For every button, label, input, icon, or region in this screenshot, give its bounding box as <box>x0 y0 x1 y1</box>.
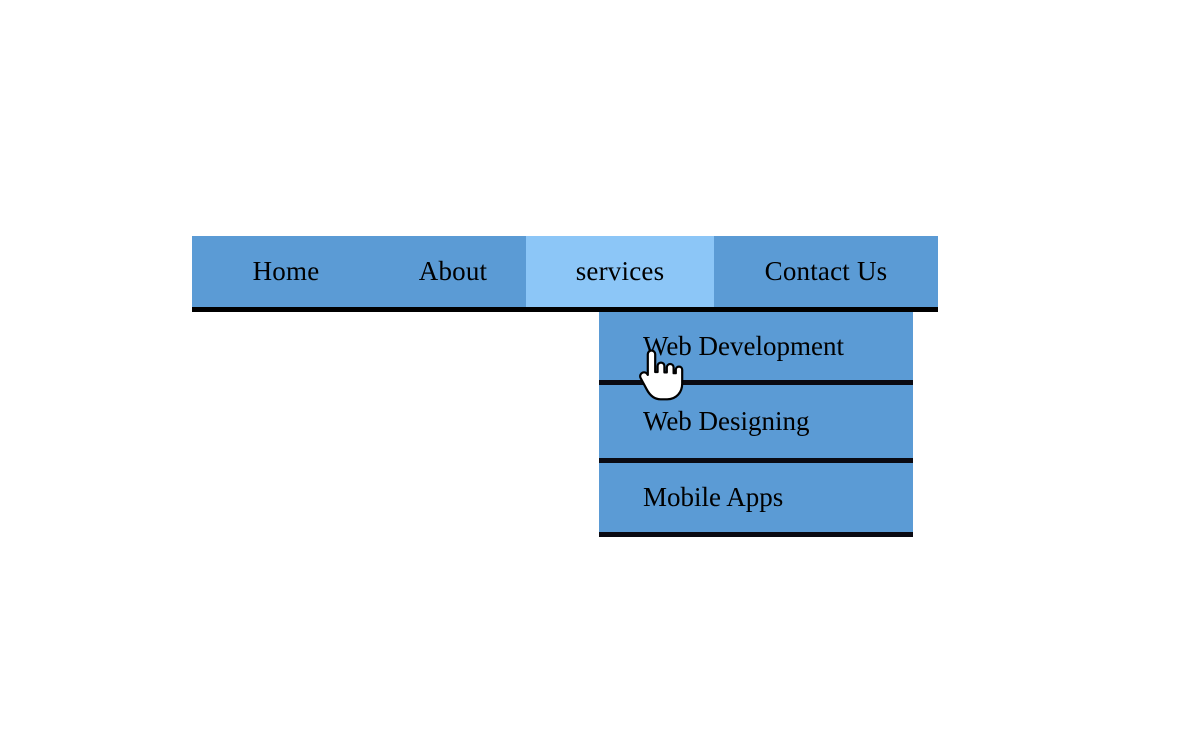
nav-item-contact-us[interactable]: Contact Us <box>714 236 938 307</box>
dropdown-separator-2 <box>599 458 913 463</box>
dropdown-item-web-development-label: Web Development <box>643 330 845 361</box>
dropdown-item-web-designing-label: Web Designing <box>643 406 810 436</box>
dropdown-separator-1 <box>599 380 913 385</box>
dropdown-item-web-designing[interactable]: Web Designing <box>599 385 913 458</box>
nav-item-about[interactable]: About <box>380 236 526 307</box>
nav-item-services[interactable]: services <box>526 236 714 307</box>
dropdown-item-mobile-apps-label: Mobile Apps <box>643 482 784 512</box>
nav-item-services-label: services <box>575 256 665 286</box>
nav-item-home-label: Home <box>252 256 320 286</box>
services-dropdown-menu: Web Development Web Designing Mobile App… <box>599 312 913 537</box>
main-navigation-bar: Home About services Contact Us <box>192 236 938 312</box>
dropdown-bottom-border <box>599 532 913 537</box>
nav-item-home[interactable]: Home <box>192 236 380 307</box>
nav-item-contact-us-label: Contact Us <box>764 256 888 286</box>
nav-item-about-label: About <box>418 256 488 286</box>
dropdown-item-web-development[interactable]: Web Development <box>599 312 913 380</box>
dropdown-item-mobile-apps[interactable]: Mobile Apps <box>599 463 913 532</box>
